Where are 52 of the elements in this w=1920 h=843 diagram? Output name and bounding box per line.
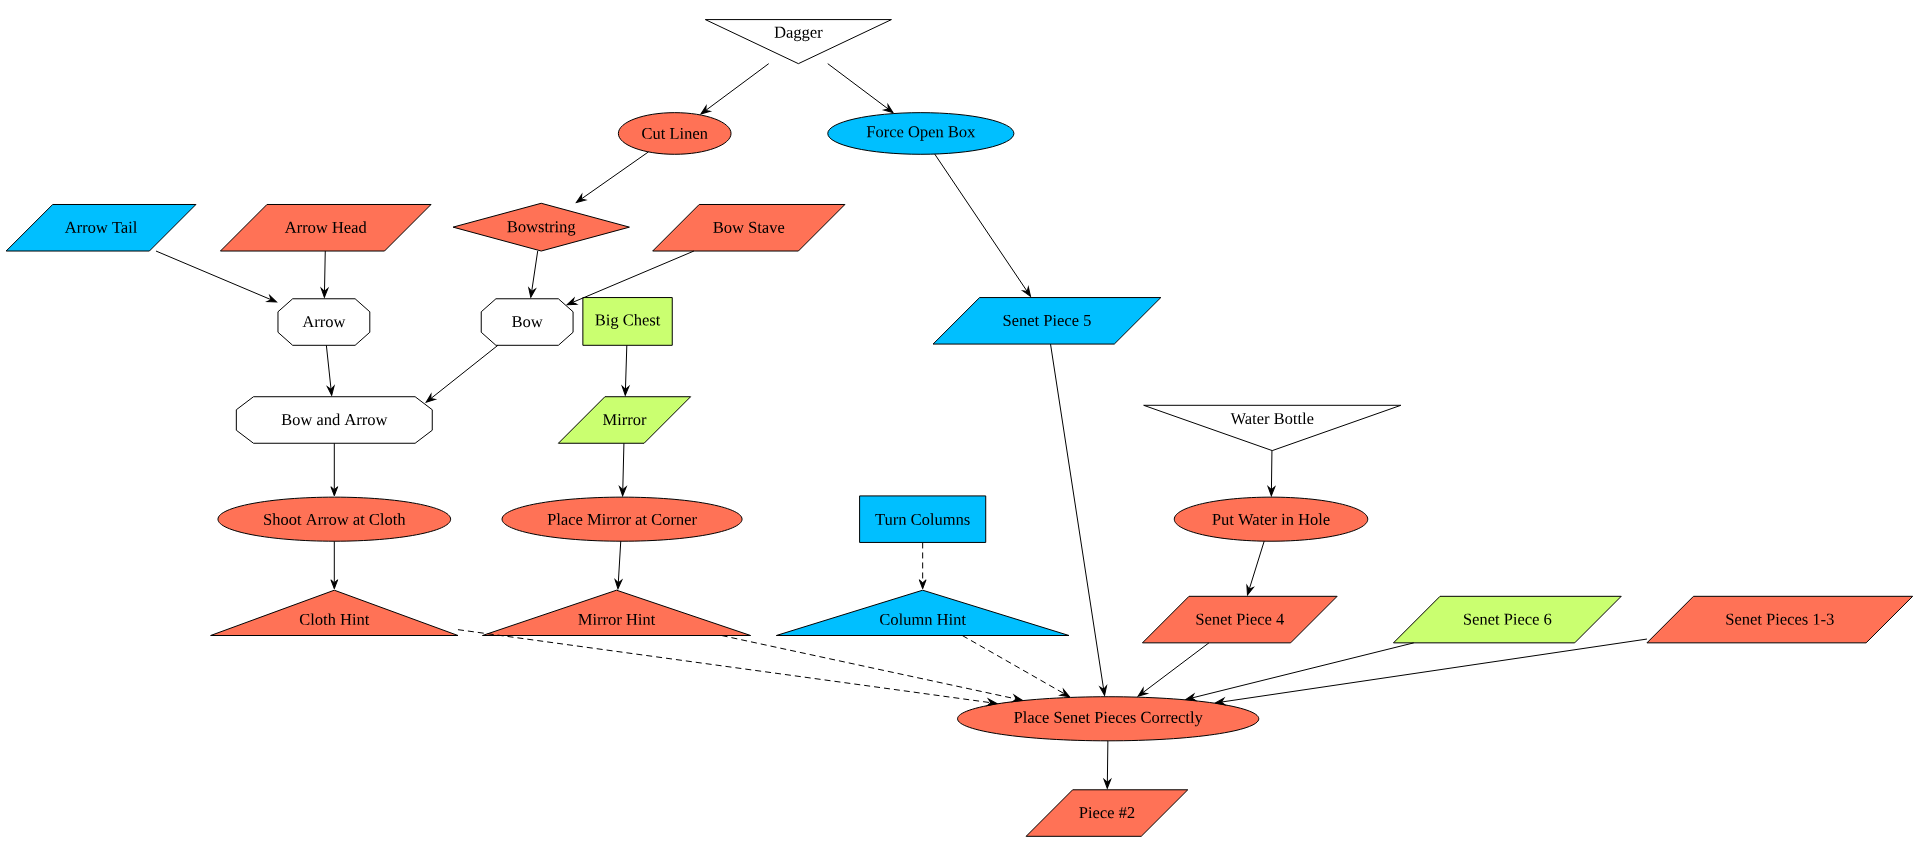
arrow bbox=[1267, 450, 1276, 497]
diamond-node: Bowstring bbox=[452, 202, 630, 252]
arrow bbox=[575, 151, 649, 203]
arrow bbox=[457, 629, 998, 707]
arrow bbox=[934, 153, 1032, 297]
triangle-node: Mirror Hint bbox=[481, 589, 752, 636]
arrow bbox=[621, 344, 630, 396]
parallelogram-node: Bow Stave bbox=[652, 204, 846, 252]
parallelogram-node: Senet Piece 4 bbox=[1141, 595, 1338, 644]
arrow bbox=[918, 541, 927, 590]
arrow bbox=[721, 635, 1023, 703]
triangle-node: Cloth Hint bbox=[210, 589, 459, 636]
ellipse-node: Put Water in Hole bbox=[1173, 496, 1369, 542]
ellipse-node: Shoot Arrow at Cloth bbox=[217, 496, 452, 542]
parallelogram-node: Piece #2 bbox=[1025, 789, 1189, 837]
arrow bbox=[619, 442, 627, 497]
parallelogram-node: Arrow Tail bbox=[5, 204, 197, 252]
arrow bbox=[330, 442, 339, 497]
arrow bbox=[827, 63, 894, 114]
parallelogram-node: Senet Piece 6 bbox=[1393, 595, 1622, 644]
triangle-node: Dagger bbox=[704, 19, 892, 65]
arrow bbox=[614, 540, 623, 590]
parallelogram-node: Arrow Head bbox=[219, 204, 432, 252]
arrow bbox=[1103, 740, 1112, 789]
parallelogram-node: Mirror bbox=[557, 396, 692, 444]
triangle-node: Column Hint bbox=[775, 589, 1070, 636]
arrow bbox=[425, 344, 499, 403]
arrow bbox=[700, 63, 770, 115]
parallelogram-node: Senet Piece 5 bbox=[932, 297, 1162, 345]
arrow bbox=[325, 344, 335, 396]
arrow bbox=[528, 250, 539, 298]
octagon-node: Bow bbox=[480, 298, 574, 346]
ellipse-node: Place Senet Pieces Correctly bbox=[957, 696, 1260, 742]
octagon-node: Arrow bbox=[277, 298, 371, 346]
arrow bbox=[1137, 642, 1210, 697]
box-node: Big Chest bbox=[582, 297, 673, 346]
triangle-node: Water Bottle bbox=[1143, 404, 1402, 452]
arrow bbox=[320, 250, 329, 298]
arrow bbox=[1215, 638, 1648, 706]
arrow bbox=[1050, 343, 1108, 696]
arrow bbox=[566, 250, 695, 306]
arrow bbox=[1185, 642, 1415, 702]
arrow bbox=[330, 540, 339, 590]
ellipse-node: Cut Linen bbox=[617, 112, 732, 155]
arrow bbox=[961, 635, 1071, 698]
ellipse-node: Place Mirror at Corner bbox=[501, 496, 743, 542]
parallelogram-node: Senet Pieces 1-3 bbox=[1646, 595, 1914, 644]
octagon-node: Bow and Arrow bbox=[235, 396, 433, 444]
arrow bbox=[155, 250, 278, 303]
ellipse-node: Force Open Box bbox=[827, 112, 1015, 155]
box-node: Turn Columns bbox=[859, 495, 987, 543]
arrow bbox=[1246, 540, 1265, 596]
